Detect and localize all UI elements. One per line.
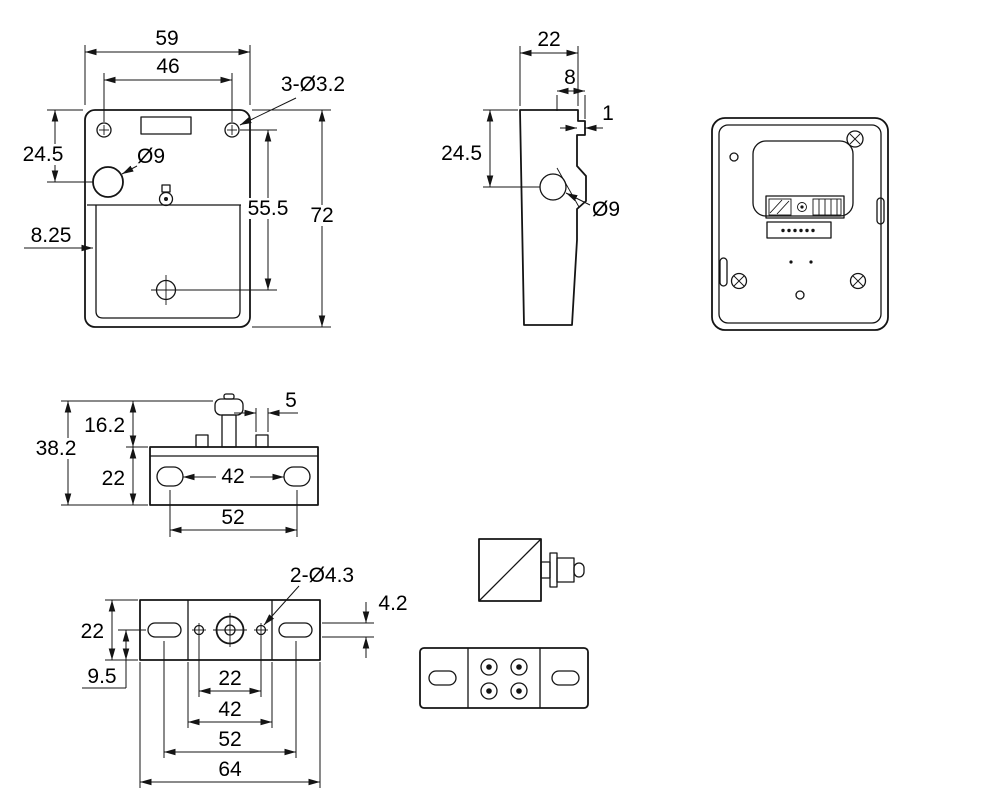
label-text-3xd32: 3-Ø3.2 [281, 73, 345, 96]
strike-plunger [214, 393, 244, 448]
center-hole [795, 290, 805, 300]
dim-text-59: 59 [155, 27, 178, 50]
dim-slot-spacing-bottom: 52 [163, 641, 297, 758]
dim-text-1: 1 [602, 102, 614, 125]
post-right [255, 434, 269, 448]
lock-body-outline [84, 109, 251, 328]
dim-text-8-25: 8.25 [31, 224, 72, 247]
dim-plate-height-side: 22 [102, 447, 137, 505]
back-body-outline [711, 117, 889, 331]
dim-text-22-bottom: 22 [218, 667, 241, 690]
dim-text-64: 64 [218, 758, 242, 781]
view-back [711, 117, 889, 331]
dim-text-4-2: 4.2 [378, 592, 407, 615]
dim-text-24-5-side: 24.5 [441, 142, 482, 165]
screw-hole-right-icon [224, 122, 240, 138]
dim-lip: 1 [560, 102, 614, 132]
dim-inner-spacing: 42 [183, 465, 284, 488]
view-mounting-plate [419, 647, 589, 709]
cylinder-hole [92, 166, 124, 198]
mounting-plate-outline [419, 647, 589, 709]
dim-text-72: 72 [310, 204, 333, 227]
view-plunger-part [478, 538, 585, 602]
screw-back-bottom-right-icon [849, 272, 867, 290]
slot-left-side [156, 466, 184, 487]
post-left [195, 434, 209, 448]
dim-text-38-2: 38.2 [36, 437, 77, 460]
small-pin-hole [729, 152, 739, 162]
plunger-detail [158, 184, 174, 207]
dim-edge-offset: 9.5 [82, 629, 146, 689]
dim-text-24-5: 24.5 [23, 143, 64, 166]
dim-text-5: 5 [285, 389, 297, 412]
screw-back-bottom-left-icon [730, 272, 748, 290]
label-text-d9-side: Ø9 [592, 198, 620, 221]
side-body-outline [519, 109, 587, 326]
dim-total-width-bottom: 64 [139, 662, 321, 788]
latch-cavity [752, 140, 854, 217]
view-side: 22 8 1 24.5 Ø9 [441, 28, 620, 326]
label-text-2xd43: 2-Ø4.3 [290, 564, 354, 587]
dim-hole-spacing: 46 [103, 55, 233, 122]
screw-back-top-icon [846, 130, 864, 148]
slot-left-top [147, 622, 182, 638]
label-corner-holes: 3-Ø3.2 [239, 73, 345, 126]
dim-text-22-left: 22 [81, 620, 104, 643]
dim-text-22-depth: 22 [537, 28, 560, 51]
view-strike-side: 5 16.2 38.2 22 42 52 [29, 389, 319, 537]
label-small-holes: 2-Ø4.3 [263, 564, 354, 626]
dim-text-42-bottom: 42 [218, 698, 241, 721]
dim-plunger-height: 16.2 [61, 400, 213, 448]
recess-outline [95, 205, 241, 319]
side-slot-left [719, 257, 728, 287]
dim-plate-width-top: 22 [81, 599, 138, 661]
dim-text-16-2: 16.2 [84, 414, 125, 437]
dim-line-spacing-bottom: 42 [187, 662, 273, 728]
top-notch [140, 116, 192, 135]
back-inner-wall [718, 124, 882, 324]
plate-slot-right [551, 670, 580, 686]
small-hole-right [254, 623, 268, 637]
plate-slot-left [428, 670, 457, 686]
dim-hole-offset: 8 [556, 66, 586, 119]
view-front: 59 46 3-Ø3.2 24.5 Ø9 8.25 [17, 27, 345, 328]
slot-right-side [283, 466, 311, 487]
dim-slot-width: 4.2 [322, 592, 408, 658]
dim-text-52-side: 52 [221, 506, 244, 529]
rivet-icon [480, 658, 528, 700]
small-hole-left [192, 623, 206, 637]
dim-text-22-strike: 22 [102, 467, 125, 490]
dim-text-9-5: 9.5 [87, 665, 116, 688]
center-mark-icon [151, 275, 181, 305]
dim-recess-offset: 8.25 [24, 224, 93, 252]
label-hole-dia: Ø9 [121, 145, 165, 175]
screw-hole-left-icon [96, 122, 112, 138]
label-side-hole-dia: Ø9 [565, 192, 620, 221]
dim-total-height: 38.2 [29, 401, 148, 506]
dim-text-42-side: 42 [221, 465, 244, 488]
dim-depth: 22 [519, 28, 579, 106]
label-text-d9: Ø9 [137, 145, 165, 168]
dim-hole-spacing-bottom: 22 [198, 636, 262, 697]
dim-top-to-hole: 24.5 [17, 109, 93, 183]
dim-hole-to-center: 55.5 [177, 129, 295, 291]
slot-right-top [278, 622, 313, 638]
side-slot-right [876, 197, 885, 225]
dim-text-52-bottom: 52 [218, 728, 241, 751]
dim-text-8: 8 [564, 66, 576, 89]
dim-height-total: 72 [252, 109, 339, 328]
dim-side-top-to-hole: 24.5 [441, 109, 540, 188]
latch-mechanism [765, 195, 845, 239]
plunger-hole-top [213, 613, 247, 647]
dim-slot-spacing-side: 52 [169, 490, 298, 537]
view-strike-top: 2-Ø4.3 4.2 22 9.5 22 [81, 564, 408, 788]
dim-post-width: 5 [234, 389, 298, 432]
dim-text-55-5: 55.5 [248, 197, 289, 220]
dim-width-total: 59 [84, 27, 251, 105]
dim-text-46: 46 [156, 55, 179, 78]
